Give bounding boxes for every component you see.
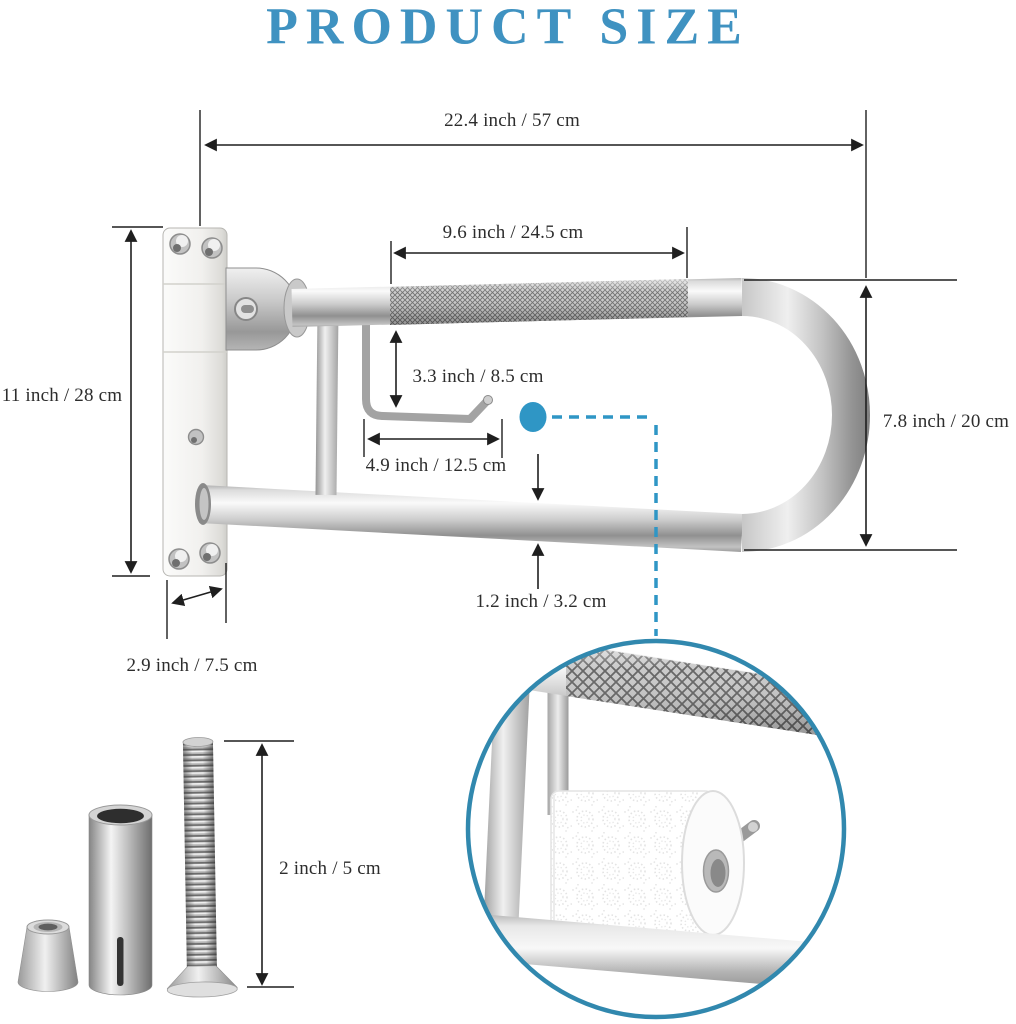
paper-holder-wire [362,321,492,423]
toilet-paper-roll [550,790,745,936]
mounting-hole [169,233,191,255]
bottom-bar-tube [198,485,744,552]
mounting-screw [166,737,238,998]
mounting-hole [201,237,223,259]
mounting-hole [168,548,190,570]
roll-core-hole [710,859,726,887]
support-post [315,310,339,496]
dimension-screw-length [224,740,294,988]
dimension-total-length [199,110,867,278]
dimension-label-holder-width: 4.9 inch / 12.5 cm [365,455,507,476]
wall-plate-seams [163,283,227,353]
dimension-lines [112,110,957,639]
dimension-label-screw-length: 2 inch / 5 cm [279,858,381,879]
anchor-sleeve-slot [117,937,124,986]
anchor-sleeve [88,804,153,996]
u-bend-tube [741,278,870,552]
callout-dot [519,402,547,432]
dimension-label-tube-diameter: 1.2 inch / 3.2 cm [475,591,607,612]
dimension-label-holder-height: 3.3 inch / 8.5 cm [412,366,544,387]
dimension-holder-width [363,419,503,458]
paper-holder-wire-tip [483,395,493,405]
dimension-plate-height [112,226,163,577]
detail-knurled-grip [566,644,844,742]
dimension-grip-length [390,227,688,284]
dimension-loop-height [744,279,957,551]
mounting-hole [187,428,205,446]
detail-holder-hook-tip [748,822,758,832]
detail-circle [465,638,847,1020]
mounting-hole [199,542,221,564]
mounting-hardware [17,737,294,998]
mounting-holes [168,233,223,570]
pivot-pin-slot [241,305,254,313]
knurled-grip [390,279,688,325]
dimension-label-plate-height: 11 inch / 28 cm [1,385,123,406]
detail-callout [519,402,658,636]
grab-bar-drawing [162,227,870,577]
dimension-plate-width [166,563,227,639]
page-title: PRODUCT SIZE [266,0,750,56]
dimension-label-loop-height: 7.8 inch / 20 cm [882,411,1010,432]
bottom-bar-end-collar-inner [199,488,209,520]
anchor-cone-nut [17,919,79,992]
dimension-label-plate-width: 2.9 inch / 7.5 cm [126,655,258,676]
dimension-label-total-length: 22.4 inch / 57 cm [444,110,580,131]
detail-circle-ring [465,638,847,1020]
dimension-label-grip-length: 9.6 inch / 24.5 cm [442,222,584,243]
